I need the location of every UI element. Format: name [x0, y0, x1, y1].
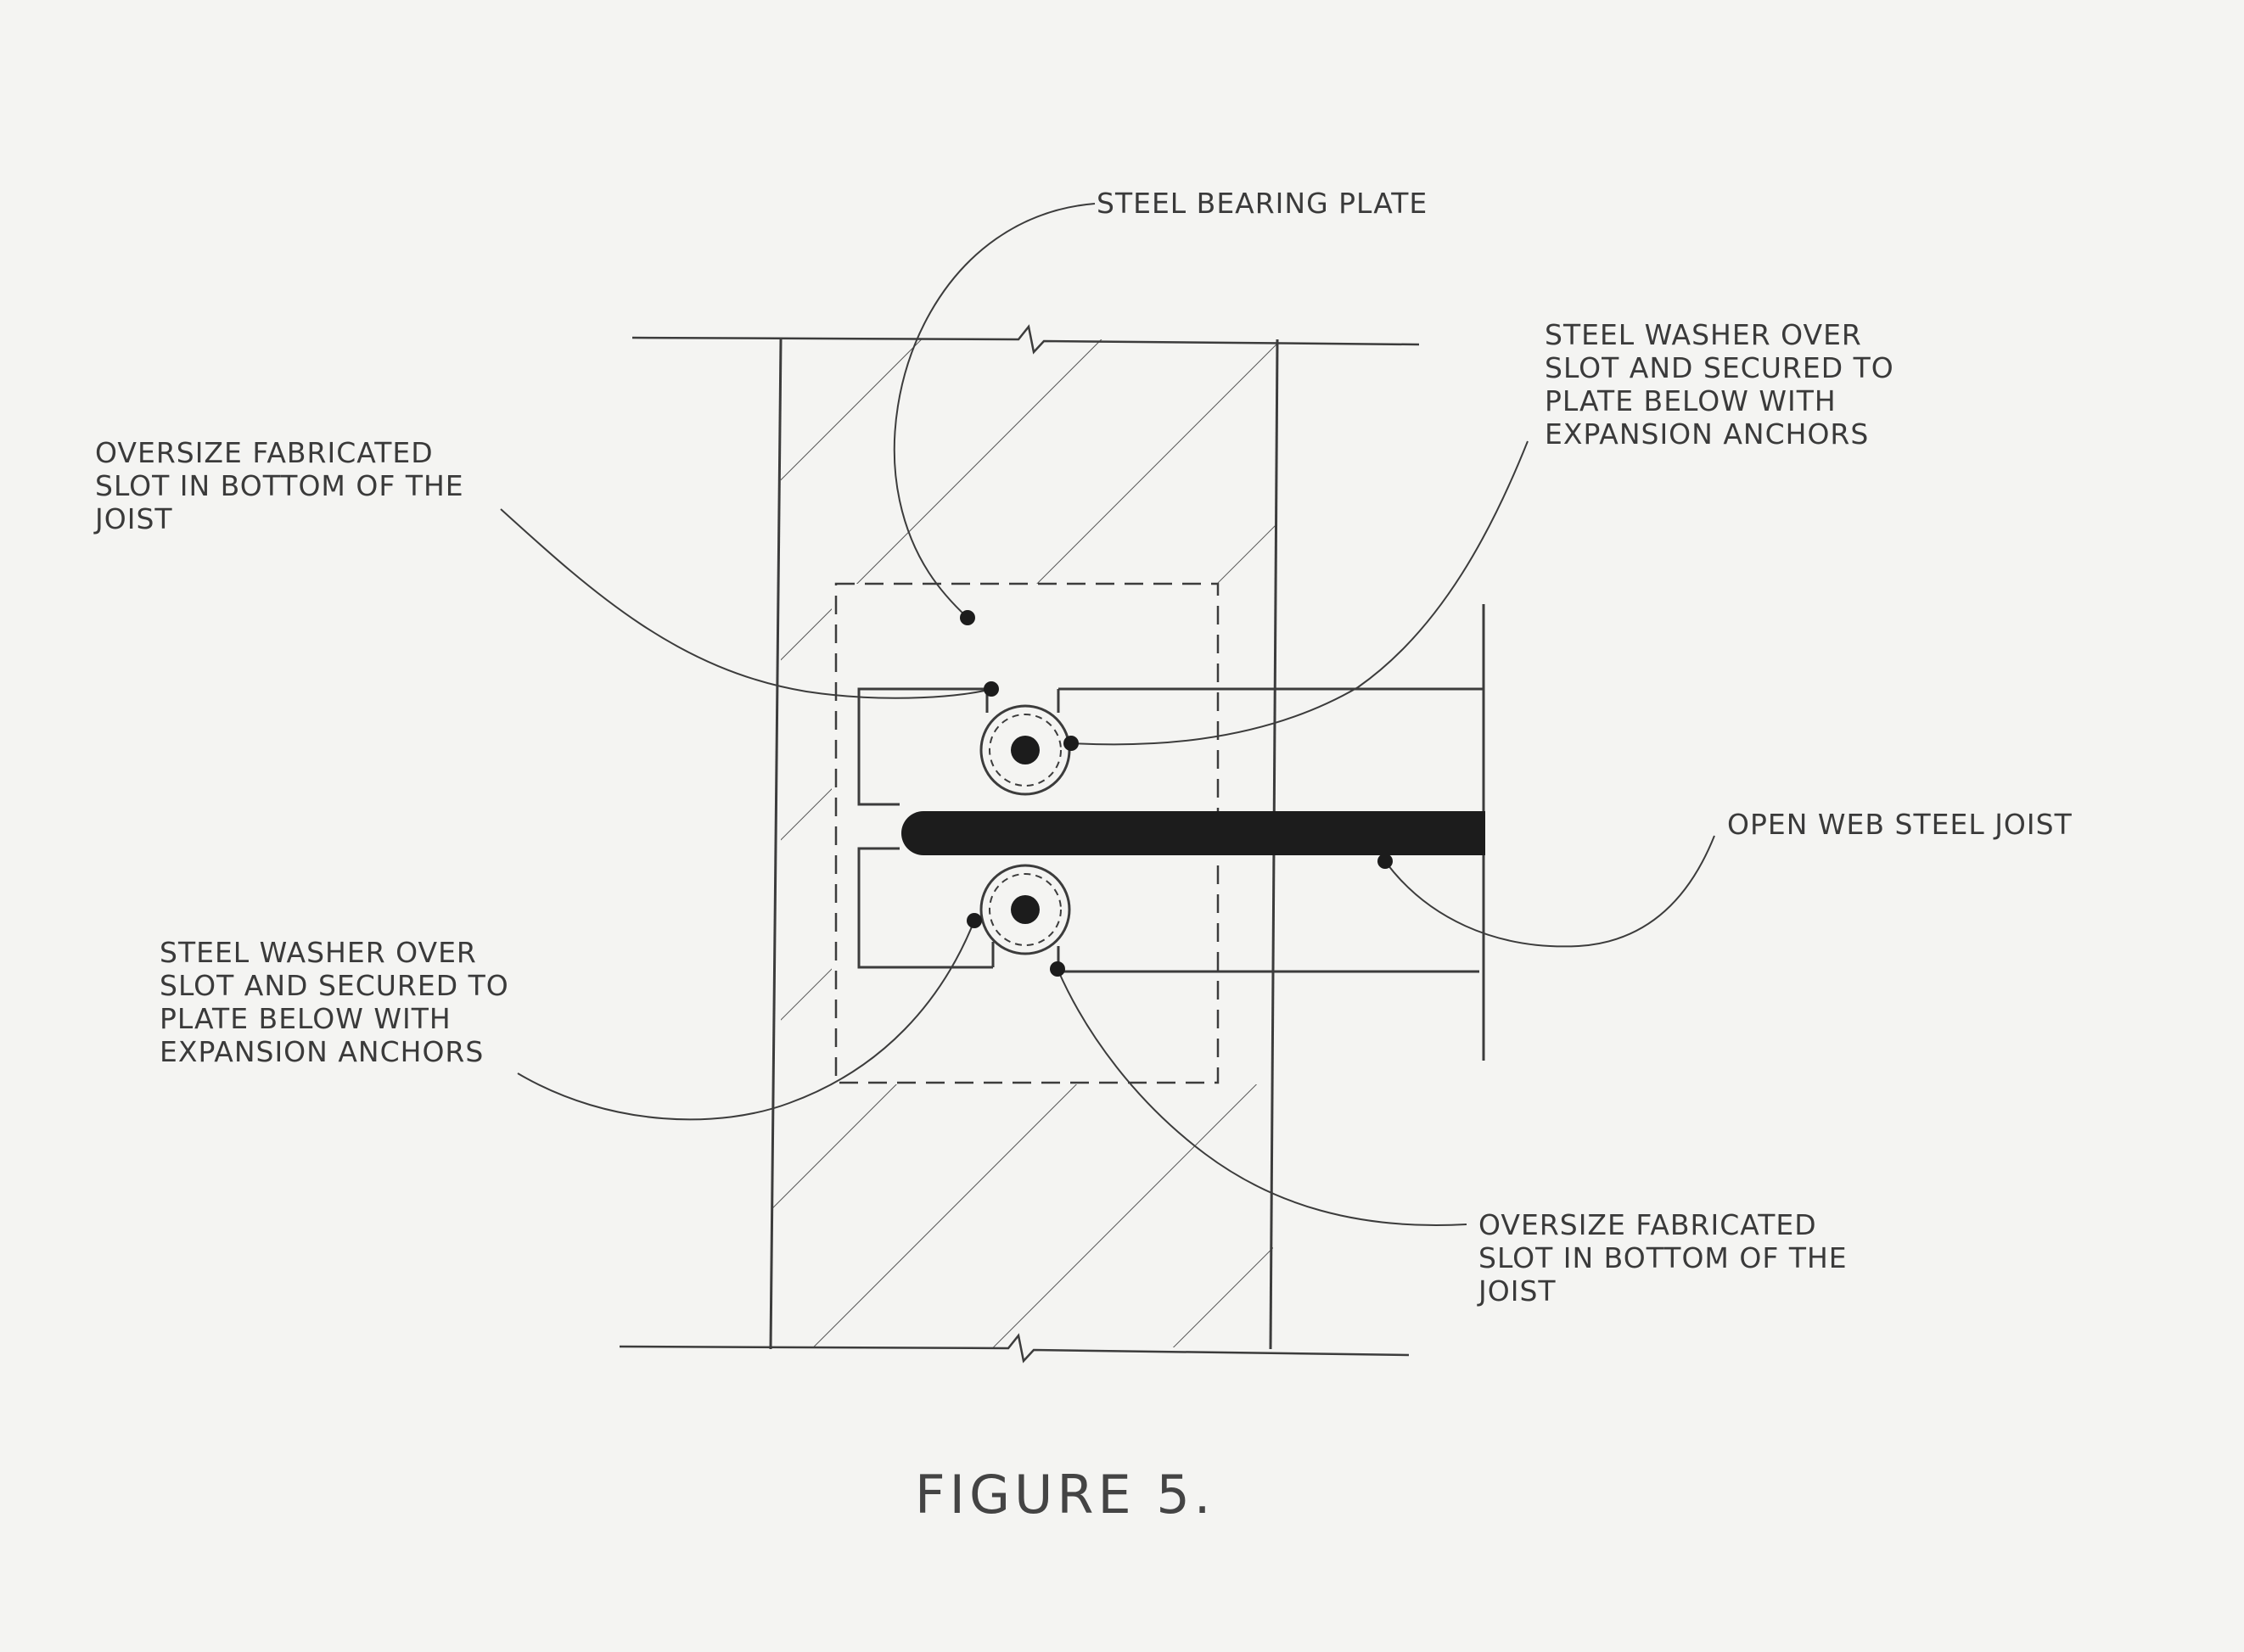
- label-steel-washer-top: STEEL WASHER OVER SLOT AND SECURED TO PL…: [1545, 318, 1904, 451]
- label-oversize-slot-bottom: OVERSIZE FABRICATED SLOT IN BOTTOM OF TH…: [1477, 1208, 1857, 1308]
- label-steel-bearing-plate: STEEL BEARING PLATE: [1097, 187, 1428, 220]
- label-steel-washer-bottom: STEEL WASHER OVER SLOT AND SECURED TO PL…: [160, 936, 519, 1068]
- leader-dots: [960, 610, 1393, 977]
- figure-caption: FIGURE 5.: [915, 1464, 1215, 1526]
- label-oversize-slot-top: OVERSIZE FABRICATED SLOT IN BOTTOM OF TH…: [93, 436, 474, 535]
- label-open-web-steel-joist: OPEN WEB STEEL JOIST: [1727, 808, 2073, 841]
- masonry-wall: [619, 324, 1420, 1364]
- leader-lines: [500, 203, 1715, 1226]
- steel-washer-bottom: [979, 864, 1071, 955]
- open-web-steel-joist-bar: [901, 811, 1485, 855]
